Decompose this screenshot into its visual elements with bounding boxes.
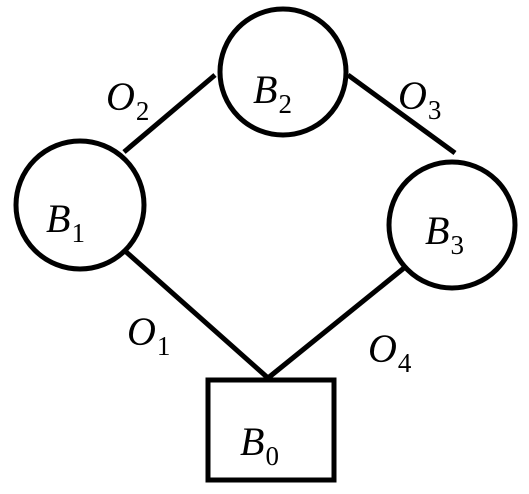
edge-o3 <box>346 72 457 156</box>
node-b3-label: B3 <box>425 208 464 260</box>
edge-o4 <box>266 266 406 380</box>
node-b2-circle <box>217 6 349 138</box>
node-b1-circle <box>13 138 147 272</box>
node-b0-box <box>205 377 337 483</box>
edge-o1 <box>122 248 270 380</box>
edge-o4-label: O4 <box>368 326 412 378</box>
edge-o2-label: O2 <box>106 74 149 126</box>
edge-o2 <box>122 73 217 154</box>
node-b2-label: B2 <box>253 67 292 119</box>
node-b0-label: B0 <box>240 419 279 471</box>
edge-o1-label: O1 <box>127 309 170 361</box>
edge-o3-label: O3 <box>398 73 441 125</box>
node-b1-label: B1 <box>46 196 85 248</box>
node-b3-circle <box>386 159 518 291</box>
